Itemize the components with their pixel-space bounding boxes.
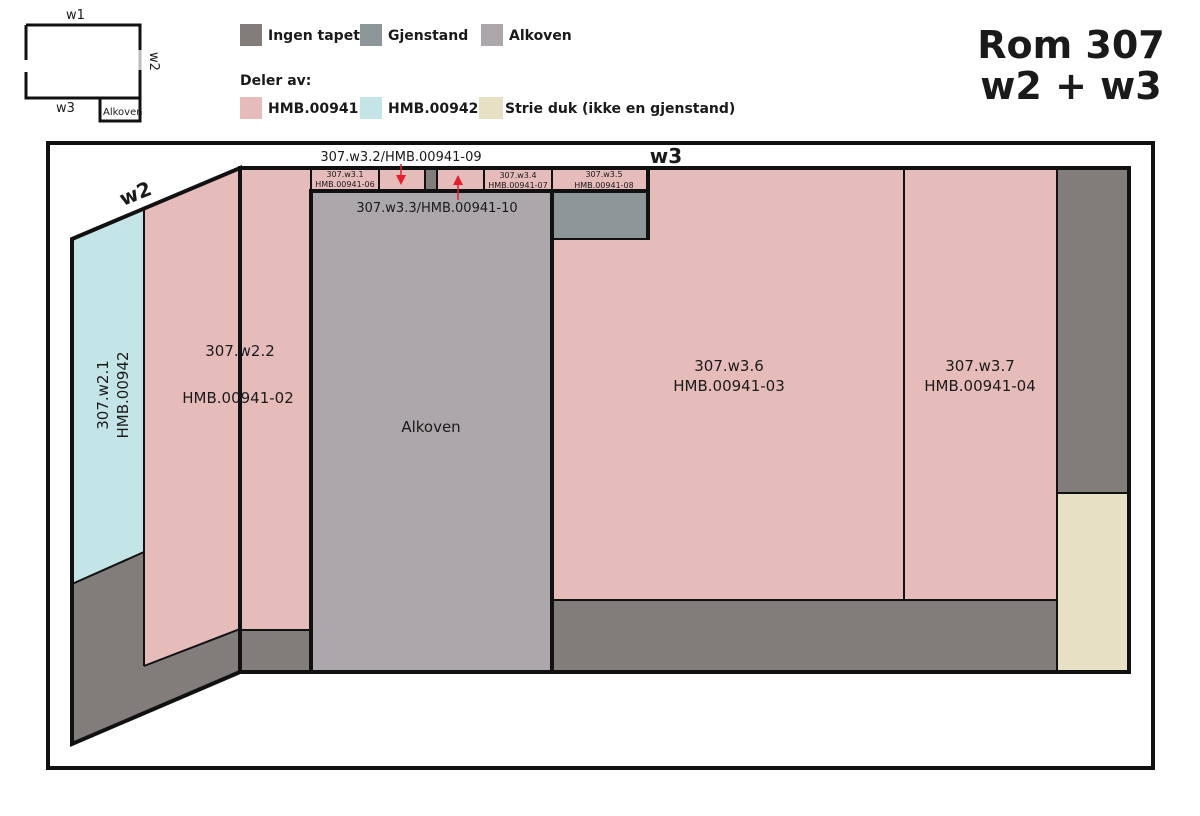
- panel-w3-7: [904, 168, 1057, 600]
- panel-w3-7-object: HMB.00941-04: [924, 377, 1036, 395]
- floor-plan-keymap: w1 w2 w3 Alkoven: [24, 8, 161, 123]
- legend-label-strie-duk: Strie duk (ikke en gjenstand): [505, 101, 735, 117]
- title-line-2: w2 + w3: [980, 64, 1161, 108]
- keymap-w2-label: w2: [146, 52, 161, 71]
- legend-swatch-gjenstand: [360, 24, 382, 46]
- panel-w2-1: [72, 209, 144, 584]
- keymap-w1-label: w1: [66, 8, 85, 23]
- panel-w3-5-id: 307.w3.5: [585, 170, 622, 179]
- legend-swatch-hmb-00941: [240, 97, 262, 119]
- w2-corner-no-wallpaper: [240, 630, 311, 672]
- panel-w3-3: [436, 167, 485, 192]
- legend-parts-heading: Deler av:: [240, 73, 311, 89]
- w3-outline: [238, 166, 1131, 674]
- panel-w2-1-id: 307.w2.1: [94, 360, 112, 430]
- legend-label-gjenstand: Gjenstand: [388, 28, 468, 44]
- w3-bottom-no-wallpaper: [552, 600, 1057, 672]
- keymap-alkoven-label: Alkoven: [103, 107, 143, 118]
- panel-w3-7-id: 307.w3.7: [945, 357, 1015, 375]
- legend-swatch-alkoven: [481, 24, 503, 46]
- legend-label-hmb-00941: HMB.00941: [268, 101, 358, 117]
- legend-swatch-strie-duk: [479, 97, 503, 119]
- alkoven-label: Alkoven: [401, 418, 460, 436]
- panel-w3-6: [552, 168, 904, 600]
- wall-w3: w3 307.w3.1 HMB.00941-06 307.w3.4 HMB.00…: [238, 144, 1131, 674]
- title-line-1: Rom 307: [977, 23, 1165, 67]
- w2-no-wallpaper-area: [72, 552, 240, 744]
- panel-w3-2-callout: 307.w3.2/HMB.00941-09: [320, 150, 481, 165]
- panel-w3-1-id: 307.w3.1: [326, 170, 363, 179]
- panel-w3-6-id: 307.w3.6: [694, 357, 764, 375]
- panel-w3-1-object: HMB.00941-06: [315, 180, 374, 189]
- keymap-w3-label: w3: [56, 101, 75, 116]
- legend-label-alkoven: Alkoven: [509, 28, 572, 44]
- panel-w3-3-callout: 307.w3.3/HMB.00941-10: [356, 201, 517, 216]
- strie-duk-area: [1057, 493, 1129, 672]
- w3-right-no-wallpaper: [1057, 168, 1129, 493]
- legend: Ingen tapet Gjenstand Alkoven Deler av: …: [240, 24, 735, 119]
- wall-label-w3: w3: [650, 144, 682, 168]
- panel-w3-4-object: HMB.00941-07: [488, 181, 547, 190]
- w3-no-wallpaper-strip: [424, 167, 438, 192]
- legend-swatch-hmb-00942: [360, 97, 382, 119]
- panel-w3-6-object: HMB.00941-03: [673, 377, 785, 395]
- panel-w2-2: [144, 168, 311, 666]
- legend-swatch-ingen-tapet: [240, 24, 262, 46]
- title: Rom 307 w2 + w3: [977, 23, 1165, 108]
- panel-w3-4-id: 307.w3.4: [499, 171, 536, 180]
- legend-label-hmb-00942: HMB.00942: [388, 101, 478, 117]
- panel-w2-1-object: HMB.00942: [114, 352, 132, 439]
- legend-label-ingen-tapet: Ingen tapet: [268, 28, 360, 44]
- object-area: [550, 189, 650, 242]
- wall-w2: w2 307.w2.1 HMB.00942 307.w2.2 HMB.00941…: [70, 164, 311, 748]
- panel-w3-5-object: HMB.00941-08: [574, 181, 633, 190]
